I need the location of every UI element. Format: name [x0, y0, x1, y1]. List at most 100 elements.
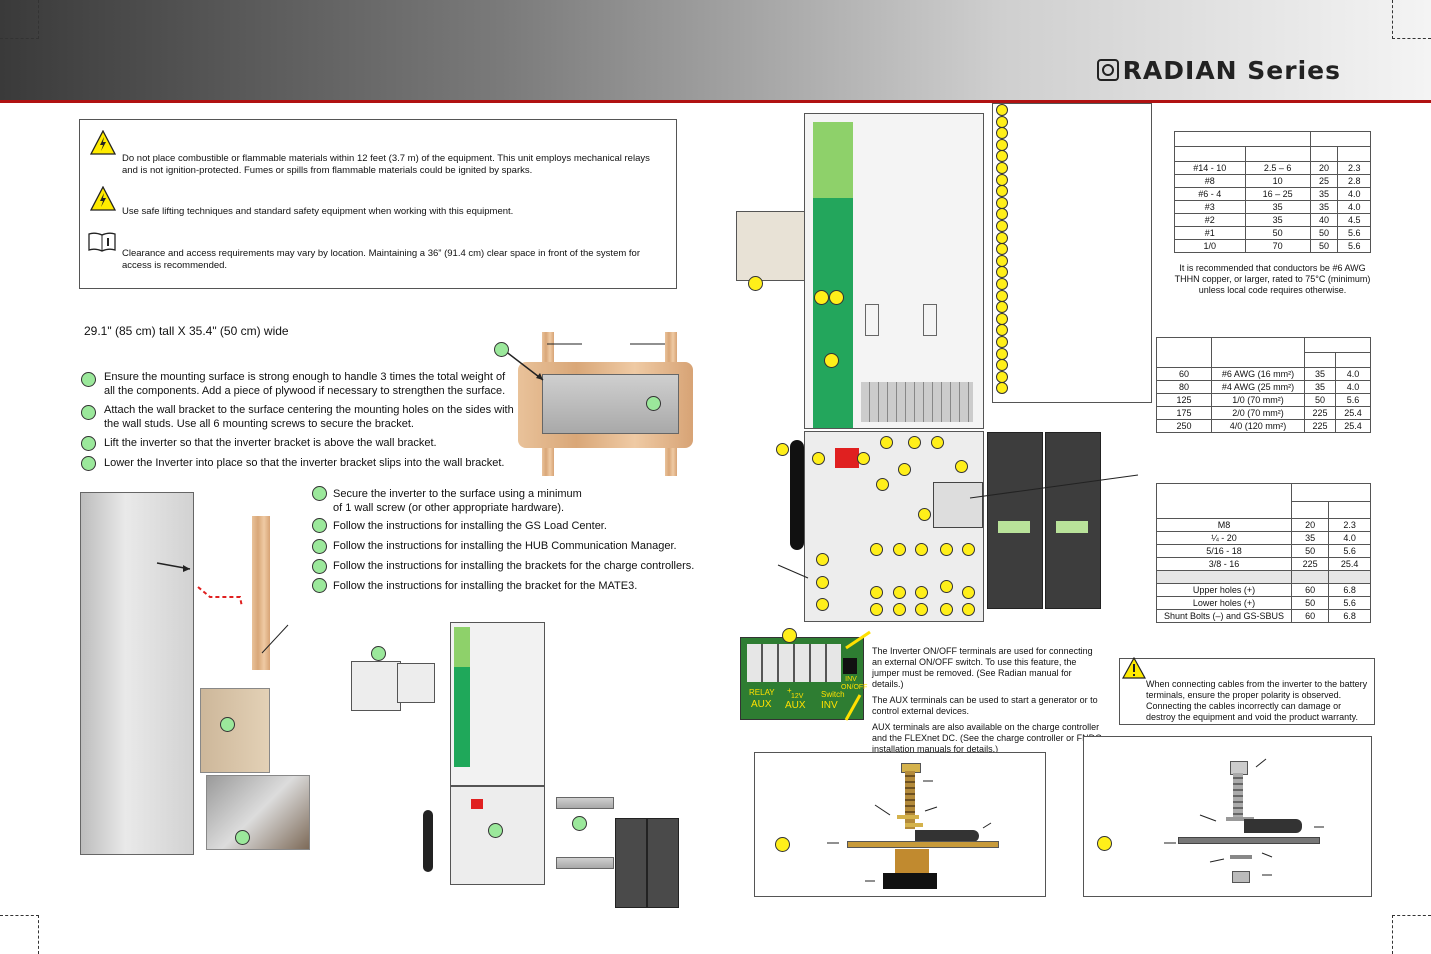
- table-cell: 35: [1303, 367, 1337, 381]
- table-cell: Lower holes (+): [1156, 596, 1292, 610]
- callout-marker: [816, 598, 829, 611]
- conductor-note: It is recommended that conductors be #6 …: [1174, 263, 1371, 295]
- step-text: Lower the Inverter into place so that th…: [104, 457, 505, 469]
- table-cell: 4.0: [1337, 200, 1371, 214]
- table-cell: 60: [1290, 583, 1330, 597]
- table-cell: #1: [1174, 226, 1246, 240]
- table-cell: 20: [1290, 518, 1330, 532]
- callout-marker: [893, 586, 906, 599]
- cc-bracket: [556, 857, 614, 869]
- callout-marker: [876, 478, 889, 491]
- high-voltage-warning-icon: [90, 130, 116, 155]
- callout-marker: [940, 603, 953, 616]
- warning-text-lifting: Use safe lifting techniques and standard…: [122, 206, 514, 217]
- dimension-arrows: [499, 343, 665, 381]
- table-cell: 4.0: [1337, 187, 1371, 201]
- high-voltage-warning-icon: [90, 186, 116, 211]
- callout-marker: [782, 628, 797, 643]
- charge-controller-small: [615, 818, 647, 908]
- hub-small: [423, 810, 433, 872]
- table-cell: 40: [1309, 213, 1339, 227]
- step-marker: [646, 396, 661, 411]
- radian-logo-icon: [1096, 59, 1119, 81]
- crop-mark: [0, 0, 39, 39]
- legend-marker: [996, 162, 1008, 174]
- stack-arrows: [1164, 758, 1324, 876]
- callout-marker: [748, 276, 763, 291]
- brand-text: RADIAN Series: [1122, 56, 1341, 85]
- mate3-bracket: [397, 663, 435, 703]
- polarity-warning-box: When connecting cables from the inverter…: [1119, 657, 1375, 725]
- table-cell: 5/16 - 18: [1156, 544, 1292, 558]
- legend-marker: [996, 370, 1008, 383]
- step-text: Follow the instructions for installing t…: [333, 560, 695, 572]
- table-cell: 35: [1244, 200, 1311, 214]
- legend-marker: [996, 324, 1008, 337]
- table-cell: #14 - 10: [1174, 161, 1246, 175]
- terminal-notes: The Inverter ON/OFF terminals are used f…: [872, 646, 1104, 755]
- callout-marker: [857, 452, 870, 465]
- legend-marker: [996, 231, 1008, 244]
- mate3-display-large: [736, 211, 806, 281]
- table-cell: 50: [1309, 226, 1339, 240]
- table-cell: 60: [1290, 609, 1330, 623]
- table-cell: 70: [1244, 239, 1311, 253]
- callout-marker: [816, 553, 829, 566]
- inv-onoff-label: INV ON/OFF: [841, 676, 868, 691]
- step-marker: [371, 646, 386, 661]
- charge-controller-small: [647, 818, 679, 908]
- step-text: Follow the instructions for installing t…: [333, 520, 607, 532]
- table-separator-row: [1156, 570, 1371, 584]
- table-cell: 5.6: [1337, 239, 1371, 253]
- flexmax-charge-controller: [987, 432, 1043, 609]
- table-cell: #6 AWG (16 mm²): [1211, 367, 1305, 381]
- legend-marker: [996, 127, 1008, 140]
- stack-arrows: [827, 780, 992, 882]
- step-text: Ensure the mounting surface is strong en…: [104, 371, 506, 397]
- table-cell: 5.6: [1337, 226, 1371, 240]
- legend-marker: [996, 185, 1008, 198]
- table-cell: #6 - 4: [1174, 187, 1246, 201]
- legend-marker: [996, 196, 1008, 209]
- callout-marker: [940, 543, 953, 556]
- table-cell: 225: [1303, 419, 1337, 433]
- callout-marker: [962, 603, 975, 616]
- table-cell: #8: [1174, 174, 1246, 188]
- table-cell: 35: [1303, 380, 1337, 394]
- legend-marker: [996, 359, 1008, 372]
- flexmax-charge-controller: [1045, 432, 1101, 609]
- manual-info-icon: [88, 232, 116, 252]
- table-cell: 2.3: [1328, 518, 1371, 532]
- callout-marker: [814, 290, 829, 305]
- warning-text-flammable: Do not place combustible or flammable ma…: [122, 153, 650, 176]
- inv-onoff-note: The Inverter ON/OFF terminals are used f…: [872, 646, 1093, 689]
- step-marker: [81, 456, 96, 471]
- table-cell: M8: [1156, 518, 1292, 532]
- table-cell: 25.4: [1328, 557, 1371, 571]
- legend-marker: [996, 138, 1008, 151]
- legend-marker: [996, 278, 1008, 290]
- step-text: Lift the inverter so that the inverter b…: [104, 437, 437, 449]
- table-cell: #3: [1174, 200, 1246, 214]
- installed-inverter-photo: [206, 775, 310, 850]
- hub-communication-manager: [790, 440, 804, 550]
- table-cell: 20: [1309, 161, 1339, 175]
- table-cell: 2.5 – 6: [1244, 161, 1311, 175]
- table-cell: 35: [1309, 187, 1339, 201]
- table-cell: 25.4: [1335, 419, 1371, 433]
- callout-marker: [893, 543, 906, 556]
- step-text: Follow the instructions for installing t…: [333, 540, 677, 552]
- table-cell: 2/0 (70 mm²): [1211, 406, 1305, 420]
- legend-marker: [996, 173, 1008, 186]
- legend-marker: [996, 208, 1008, 221]
- table-cell: 175: [1156, 406, 1212, 420]
